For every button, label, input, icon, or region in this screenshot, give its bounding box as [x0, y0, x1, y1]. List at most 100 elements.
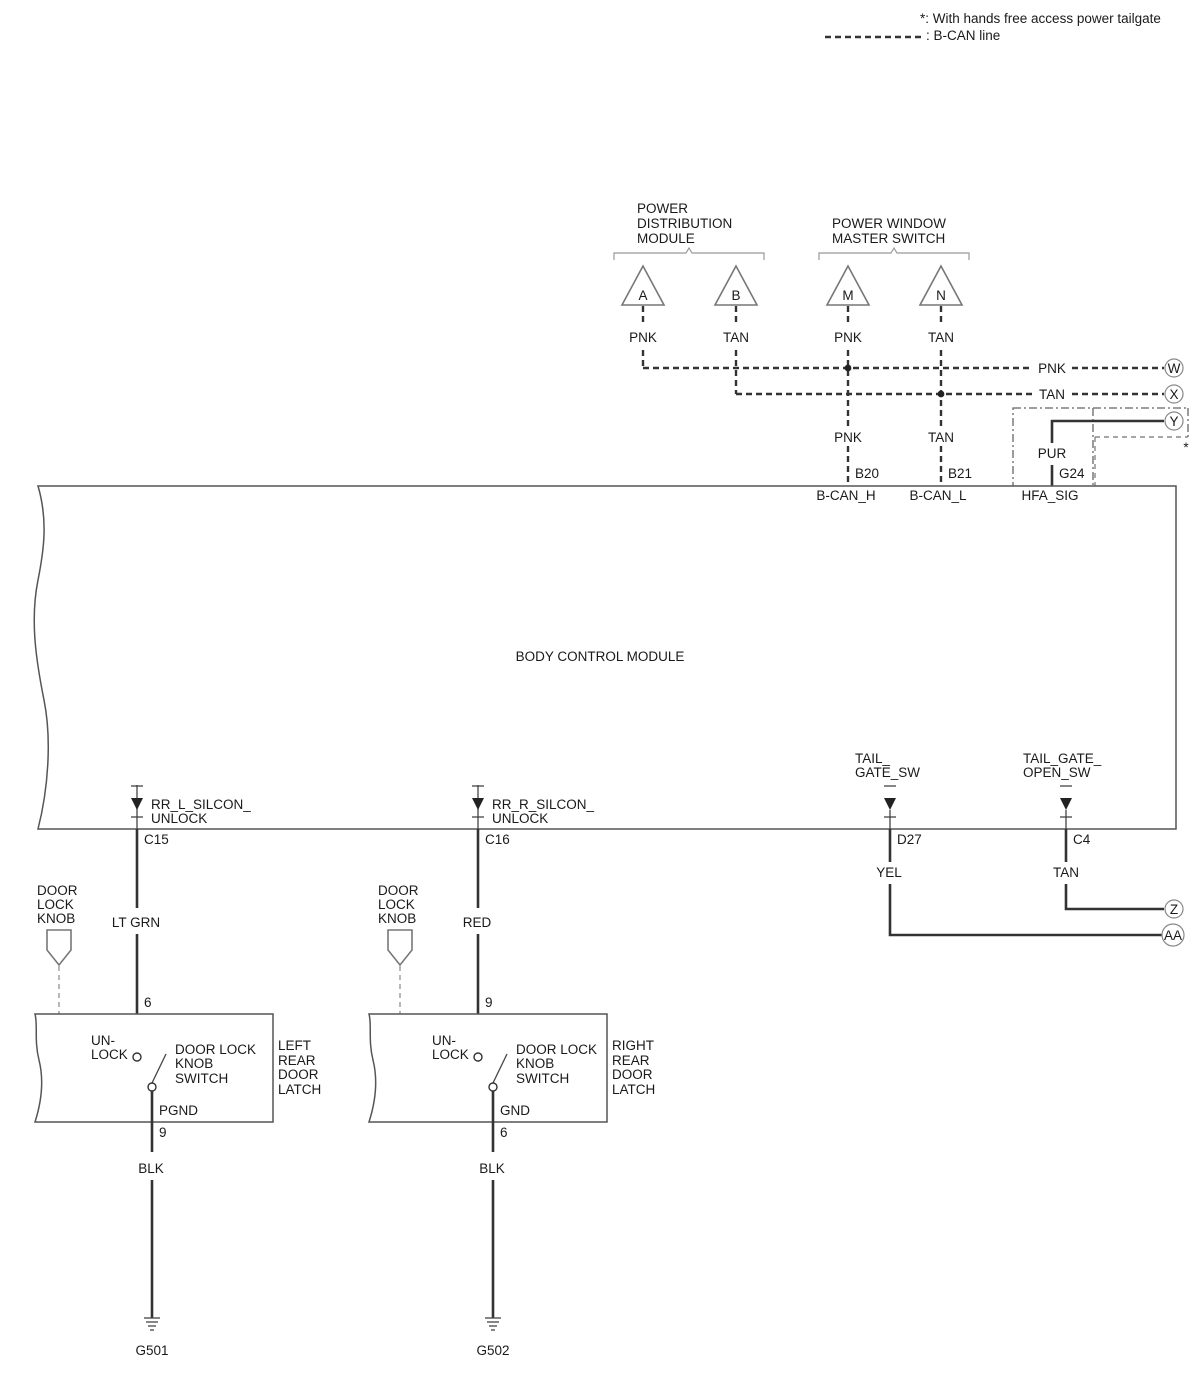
- pwms-wire-m-color: PNK: [834, 330, 862, 345]
- right-latch-label-line1: RIGHT: [612, 1038, 654, 1053]
- left-ground-label: G501: [135, 1343, 168, 1358]
- left-rear-door-latch-group: DOOR LOCK KNOB LT GRN 6 UN- LOCK DOOR LO…: [33, 829, 321, 1358]
- d27-wire-color: YEL: [876, 865, 902, 880]
- left-input-wire-color: LT GRN: [112, 915, 160, 930]
- connector-z-label: Z: [1170, 902, 1178, 917]
- right-switch-contact-top: [473, 1052, 483, 1062]
- g24-signal-name: HFA_SIG: [1021, 488, 1078, 503]
- connector-aa-circle: [1161, 923, 1185, 947]
- right-door-lock-knob-icon: [387, 929, 413, 967]
- left-gnd-signal: PGND: [159, 1103, 198, 1118]
- pwms-brace: [818, 246, 970, 260]
- right-knob-label-line1: DOOR: [378, 883, 419, 898]
- right-switch-blade: [492, 1053, 508, 1084]
- pdm-pin-b-letter: B: [731, 288, 740, 303]
- pur-wire-upper: [1050, 419, 1164, 443]
- pnk-bus-label: PNK: [1038, 361, 1066, 376]
- right-unlock-line2: LOCK: [432, 1047, 469, 1062]
- c16-signal-line1: RR_R_SILCON_: [492, 797, 595, 812]
- right-switch-label-line3: SWITCH: [516, 1071, 569, 1086]
- left-output-pin: 9: [159, 1125, 167, 1140]
- tan-bus-label: TAN: [1039, 387, 1065, 402]
- left-latch-label-line4: LATCH: [278, 1082, 321, 1097]
- c4-signal-line2: OPEN_SW: [1023, 765, 1091, 780]
- connector-y-circle: [1164, 411, 1184, 431]
- left-ground-symbol-icon: [144, 1317, 160, 1331]
- c15-signal-line2: UNLOCK: [151, 811, 207, 826]
- connector-w-label: W: [1168, 361, 1181, 376]
- bcm-title: BODY CONTROL MODULE: [516, 649, 685, 664]
- pdm-pin-b-triangle: [713, 264, 759, 306]
- b20-pin-number: B20: [855, 466, 879, 481]
- right-switch-label-line2: KNOB: [516, 1056, 554, 1071]
- right-input-pin: 9: [485, 995, 493, 1010]
- c16-signal-line2: UNLOCK: [492, 811, 548, 826]
- left-unlock-line2: LOCK: [91, 1047, 128, 1062]
- pdm-wire-a-color: PNK: [629, 330, 657, 345]
- right-knob-label-line3: KNOB: [378, 911, 416, 926]
- legend: *: With hands free access power tailgate…: [825, 11, 1161, 43]
- pdm-pin-a-letter: A: [638, 288, 647, 303]
- left-input-pin: 6: [144, 995, 152, 1010]
- right-latch-outline: [367, 1013, 608, 1123]
- pdm-brace: [613, 246, 765, 260]
- pdm-label-line1: POWER: [637, 201, 688, 216]
- left-latch-label-line2: REAR: [278, 1053, 316, 1068]
- left-switch-label-line2: KNOB: [175, 1056, 213, 1071]
- left-switch-label-line1: DOOR LOCK: [175, 1042, 256, 1057]
- left-latch-label-line1: LEFT: [278, 1038, 311, 1053]
- connector-w-circle: [1164, 358, 1184, 378]
- left-knob-label-line1: DOOR: [37, 883, 78, 898]
- optional-asterisk: *: [1183, 440, 1189, 455]
- g24-wire-color: PUR: [1038, 446, 1067, 461]
- d27-signal-line2: GATE_SW: [855, 765, 920, 780]
- d27-pin-number: D27: [897, 832, 922, 847]
- right-latch-label-line2: REAR: [612, 1053, 650, 1068]
- left-latch-outline: [33, 1013, 274, 1123]
- b21-wire-color: TAN: [928, 430, 954, 445]
- pdm-label-line3: MODULE: [637, 231, 695, 246]
- c16-arrow: [472, 798, 484, 810]
- c15-pin-number: C15: [144, 832, 169, 847]
- left-latch-label-line3: DOOR: [278, 1067, 319, 1082]
- connector-y-label: Y: [1169, 414, 1178, 429]
- pwms-pin-m-letter: M: [842, 288, 853, 303]
- c4-wire-color: TAN: [1053, 865, 1079, 880]
- pnk-splice-dot: [844, 364, 852, 372]
- c4-arrow: [1060, 798, 1072, 810]
- connector-z-circle: [1164, 899, 1184, 919]
- connector-x-label: X: [1169, 387, 1178, 402]
- power-window-master-switch-group: POWER WINDOW MASTER SWITCH M N PNK TAN: [818, 216, 970, 345]
- tailgate-wires: YEL TAN Z AA: [876, 829, 1185, 947]
- right-output-pin: 6: [500, 1125, 508, 1140]
- b21-signal-name: B-CAN_L: [909, 488, 967, 503]
- legend-bcan-note: : B-CAN line: [926, 28, 1000, 43]
- pdm-wire-b-color: TAN: [723, 330, 749, 345]
- bcm-outline: [33, 485, 1177, 830]
- pwms-pin-n-letter: N: [936, 288, 946, 303]
- pwms-wire-n-color: TAN: [928, 330, 954, 345]
- pdm-pin-a-triangle: [620, 264, 666, 306]
- left-door-lock-knob-icon: [46, 929, 72, 967]
- power-distribution-module-group: POWER DISTRIBUTION MODULE A B PNK TAN: [613, 201, 765, 345]
- connector-aa-label: AA: [1164, 928, 1182, 943]
- c15-signal-line1: RR_L_SILCON_: [151, 797, 251, 812]
- connector-x-circle: [1164, 384, 1184, 404]
- c4-pin-number: C4: [1073, 832, 1091, 847]
- pwms-label-line2: MASTER SWITCH: [832, 231, 945, 246]
- c15-arrow: [131, 798, 143, 810]
- b21-pin-number: B21: [948, 466, 972, 481]
- right-switch-contact-bottom: [488, 1082, 498, 1092]
- left-knob-label-line3: KNOB: [37, 911, 75, 926]
- pdm-label-line2: DISTRIBUTION: [637, 216, 732, 231]
- b20-wire-color: PNK: [834, 430, 862, 445]
- bcan-bus: PNK TAN W X: [641, 306, 1184, 486]
- c16-pin-number: C16: [485, 832, 510, 847]
- pwms-label-line1: POWER WINDOW: [832, 216, 946, 231]
- right-ground-symbol-icon: [485, 1317, 501, 1331]
- g24-pin-number: G24: [1059, 466, 1085, 481]
- hfa-optional-circuit: Y *: [1012, 407, 1189, 514]
- b20-signal-name: B-CAN_H: [816, 488, 875, 503]
- left-output-wire-color: BLK: [138, 1161, 164, 1176]
